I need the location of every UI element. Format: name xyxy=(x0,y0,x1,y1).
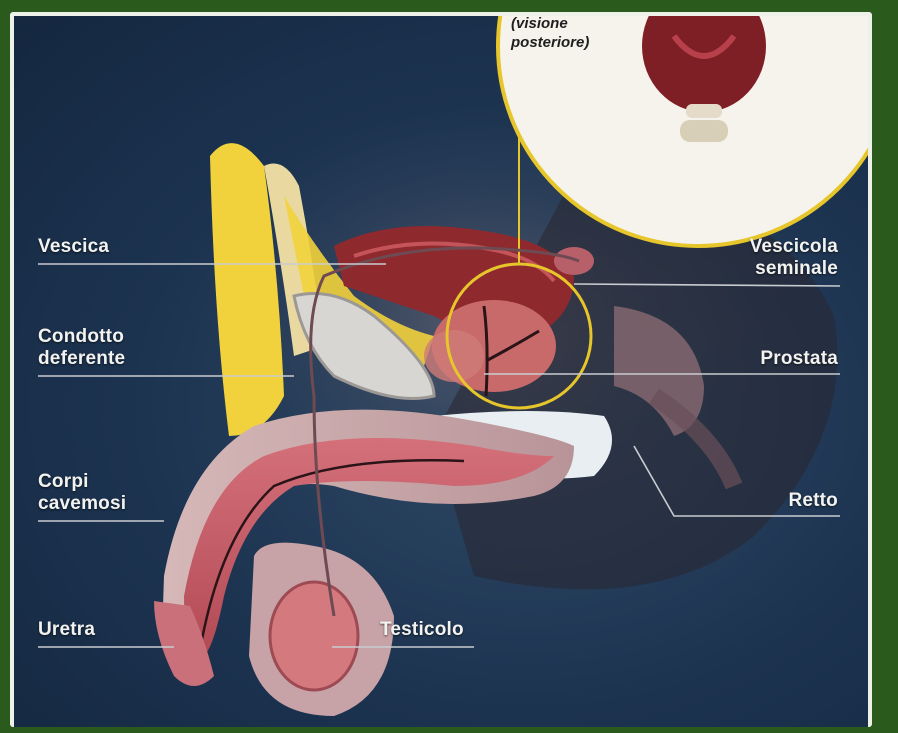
seminal-vesicle xyxy=(554,247,594,275)
inset-caption-line2: posteriore) xyxy=(511,33,631,52)
label-retto-text: Retto xyxy=(788,490,838,512)
inset-caption-line1: (visione xyxy=(511,16,631,33)
label-condotto-line2: deferente xyxy=(38,348,125,370)
prostate-lobe xyxy=(424,330,484,382)
label-vescica: Vescica xyxy=(38,236,109,258)
label-testicolo: Testicolo xyxy=(380,619,464,641)
label-vescica-text: Vescica xyxy=(38,236,109,258)
inset-urethra-base xyxy=(680,120,728,142)
label-prostata: Prostata xyxy=(760,348,838,370)
label-condotto-line1: Condotto xyxy=(38,326,125,348)
label-corpi-line1: Corpi xyxy=(38,471,126,493)
testicle xyxy=(270,582,358,690)
label-corpi-line2: cavemosi xyxy=(38,493,126,515)
label-uretra-text: Uretra xyxy=(38,619,95,641)
inset-prostate-base xyxy=(686,104,722,118)
label-corpi-cavemosi: Corpi cavemosi xyxy=(38,471,126,515)
label-prostata-text: Prostata xyxy=(760,348,838,370)
label-vescicola-line1: Vescicola xyxy=(750,236,838,258)
label-retto: Retto xyxy=(788,490,838,512)
label-testicolo-text: Testicolo xyxy=(380,619,464,641)
label-uretra: Uretra xyxy=(38,619,95,641)
label-vescicola-seminale: Vescicola seminale xyxy=(750,236,838,280)
label-vescicola-line2: seminale xyxy=(750,258,838,280)
inset-caption: (visione posteriore) xyxy=(511,16,631,52)
anatomy-panel: (visione posteriore) Vescica Condotto de… xyxy=(14,16,868,727)
label-condotto-deferente: Condotto deferente xyxy=(38,326,125,370)
